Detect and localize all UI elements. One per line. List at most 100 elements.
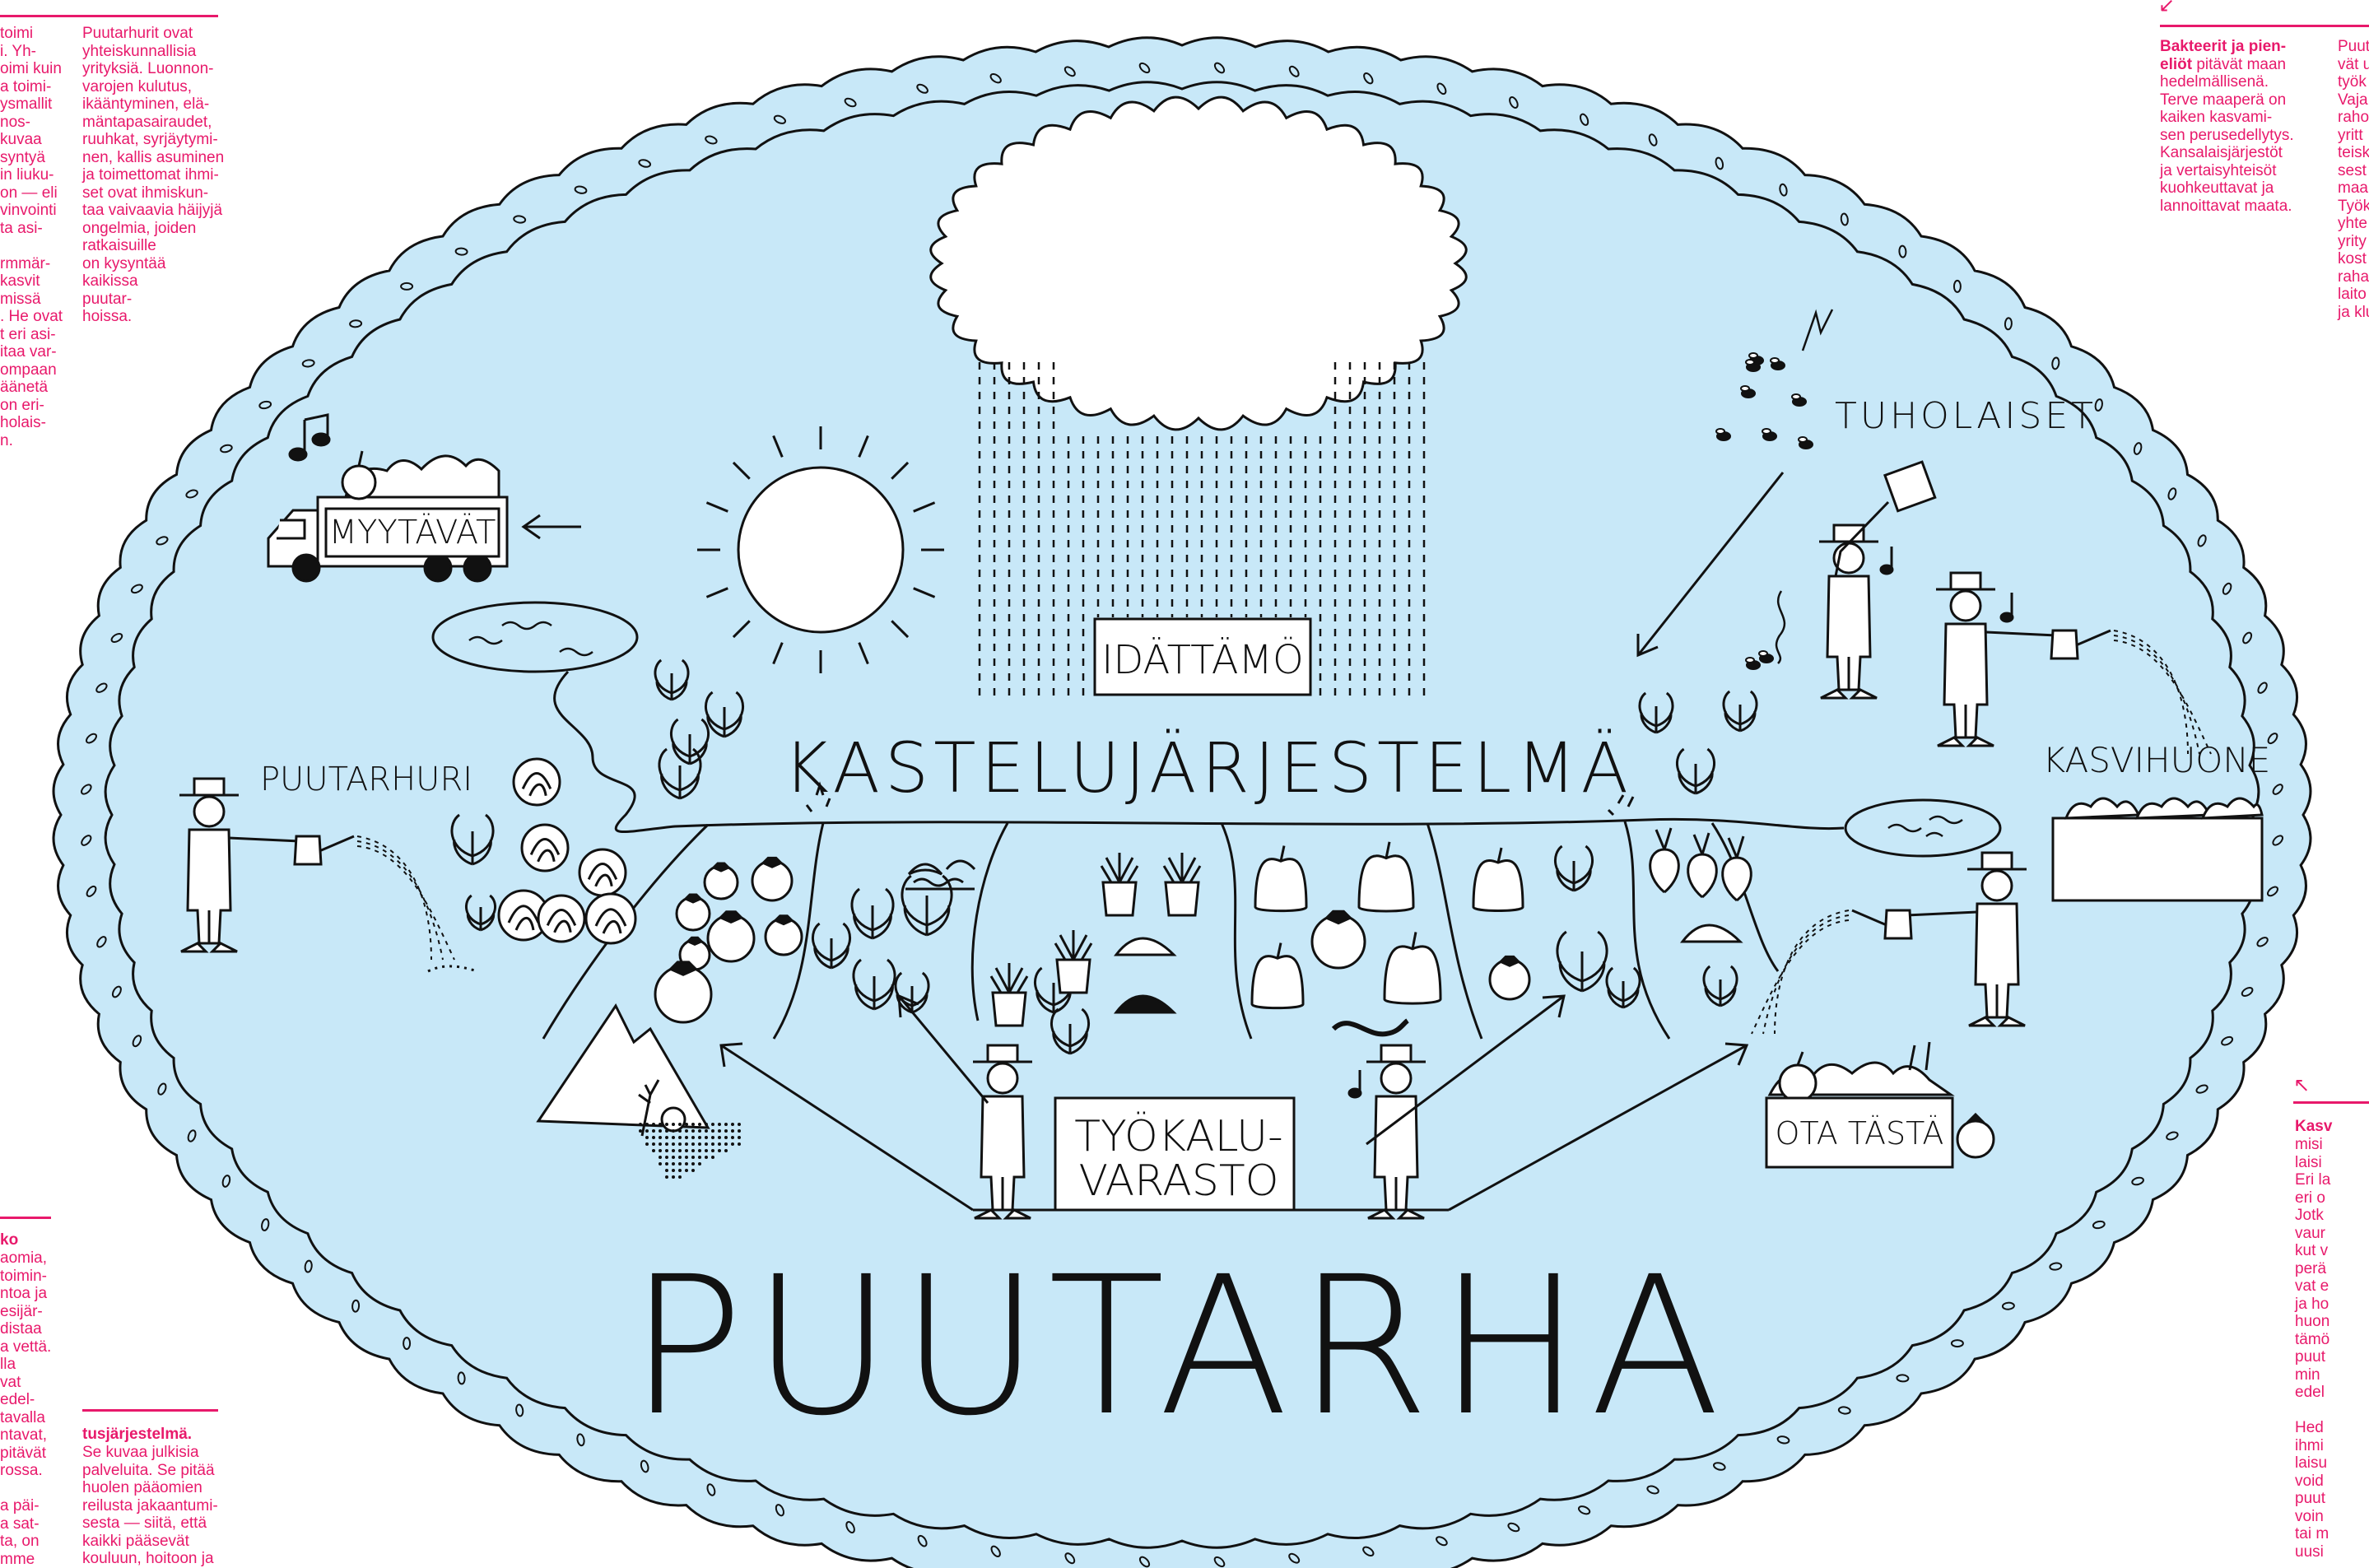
soil-dot (678, 1162, 682, 1166)
right-top-text: Bakteerit ja pien- eliöt pitävät maan he… (2160, 38, 2294, 215)
soil-dot (705, 1129, 708, 1133)
head (1380, 1062, 1413, 1095)
vine-leaf (2094, 398, 2103, 412)
flower-pot-icon (1101, 881, 1138, 917)
vine-leaf (2272, 784, 2283, 795)
soil-dot (698, 1156, 701, 1159)
soil-dot (672, 1169, 675, 1172)
soil-dot (711, 1129, 714, 1133)
sprout-icon (852, 958, 896, 1011)
sprout-icon (1556, 930, 1608, 993)
soil-dot (691, 1136, 695, 1139)
vine-leaf (187, 1129, 197, 1142)
soil-dot (698, 1129, 701, 1133)
tomato-stem (711, 862, 731, 872)
soil-dot (691, 1123, 695, 1126)
soil-dot (672, 1142, 675, 1146)
arm (1906, 910, 1978, 917)
spray-can-icon (1883, 460, 1937, 513)
vine-leaf (515, 1403, 524, 1417)
label-nursery: IDÄTTÄMÖ (1101, 637, 1303, 683)
left-bottom1-head: ko (0, 1231, 18, 1249)
tomato-stem (1324, 910, 1353, 925)
cabbage-leaves (594, 908, 627, 934)
soil-dot (691, 1149, 695, 1152)
sun-ray (732, 620, 751, 639)
vine-leaf (111, 985, 122, 998)
soil-dot (738, 1123, 741, 1126)
soil-dot (724, 1136, 728, 1139)
vine-leaf (990, 1545, 1001, 1557)
label-take-here: OTA TÄSTÄ (1776, 1115, 1944, 1152)
vine-leaf (132, 1035, 142, 1048)
vine-leaf (220, 444, 233, 454)
fly-wing (1798, 436, 1808, 443)
sales-truck-icon (267, 450, 509, 583)
soil-dot (678, 1136, 682, 1139)
vine-leaf (2195, 1084, 2208, 1094)
boots (1820, 688, 1878, 700)
sun-ray (705, 501, 728, 513)
soil-dot (659, 1142, 662, 1146)
pumpkin-icon (1250, 955, 1305, 1010)
soil-dot (672, 1136, 675, 1139)
vine-leaf (2167, 487, 2177, 500)
sprout-icon (705, 691, 744, 738)
pumpkin-stem (1276, 942, 1282, 959)
vine-leaf (130, 584, 143, 594)
soil-dot (672, 1156, 675, 1159)
vine-leaf (351, 1299, 361, 1313)
cabbage-icon (584, 892, 637, 945)
nursery-box (1093, 617, 1312, 696)
cabbage-icon (520, 823, 570, 872)
music-note-head (1347, 1087, 1362, 1099)
beetle-icon (1113, 937, 1177, 956)
soil-dot (724, 1129, 728, 1133)
cabbage-icon (537, 894, 586, 943)
vine-leaf (1840, 212, 1849, 226)
vine-leaf (1063, 66, 1076, 77)
soil-dot (685, 1142, 688, 1146)
soil-dot (724, 1142, 728, 1146)
soil-dot (685, 1156, 688, 1159)
sprout-icon (658, 747, 702, 800)
label-greenhouse: KASVIHUONE (2043, 740, 2271, 780)
vine-leaf (156, 536, 169, 546)
vine-leaf (775, 1504, 785, 1517)
beetle-right-icon (1679, 924, 1743, 943)
vine-leaf (185, 489, 198, 499)
sun-ray (891, 461, 910, 480)
soil-dot (639, 1129, 642, 1133)
soil-dot (698, 1123, 701, 1126)
vine-leaf (2221, 1035, 2234, 1046)
right-bottom-head: Kasv (2295, 1118, 2332, 1136)
water-spray (2113, 640, 2212, 755)
vine-leaf (2272, 835, 2284, 846)
vine-leaf (638, 159, 652, 168)
sprout-icon (1702, 965, 1738, 1007)
soil-dot (738, 1142, 741, 1146)
soil-dot (639, 1123, 642, 1126)
soil-dot (652, 1129, 655, 1133)
tomato-stem (761, 856, 784, 868)
soil-dot (711, 1123, 714, 1126)
arm (228, 836, 300, 843)
vine-leaf (1363, 72, 1374, 85)
fly-wing (1791, 393, 1801, 400)
soil-dot (685, 1129, 688, 1133)
sprout-icon (850, 887, 895, 940)
soil-dot (678, 1175, 682, 1179)
vine-leaf (96, 936, 107, 948)
vine-leaf (2092, 1220, 2106, 1230)
soil-dot (678, 1169, 682, 1172)
tomato-stem (718, 910, 744, 924)
pumpkin-stem (1496, 847, 1503, 863)
hat-icon (1967, 851, 2027, 871)
boots (1937, 736, 1994, 747)
soil-dot (645, 1136, 649, 1139)
left-col2-text: Puutarhurit ovat yhteiskunnallisia yrity… (82, 25, 225, 325)
left-bottom2-head-text: tusjärjestelmä. (82, 1426, 193, 1443)
fly-wing (1762, 428, 1771, 435)
soil-dot (672, 1162, 675, 1166)
soil-dot (705, 1156, 708, 1159)
